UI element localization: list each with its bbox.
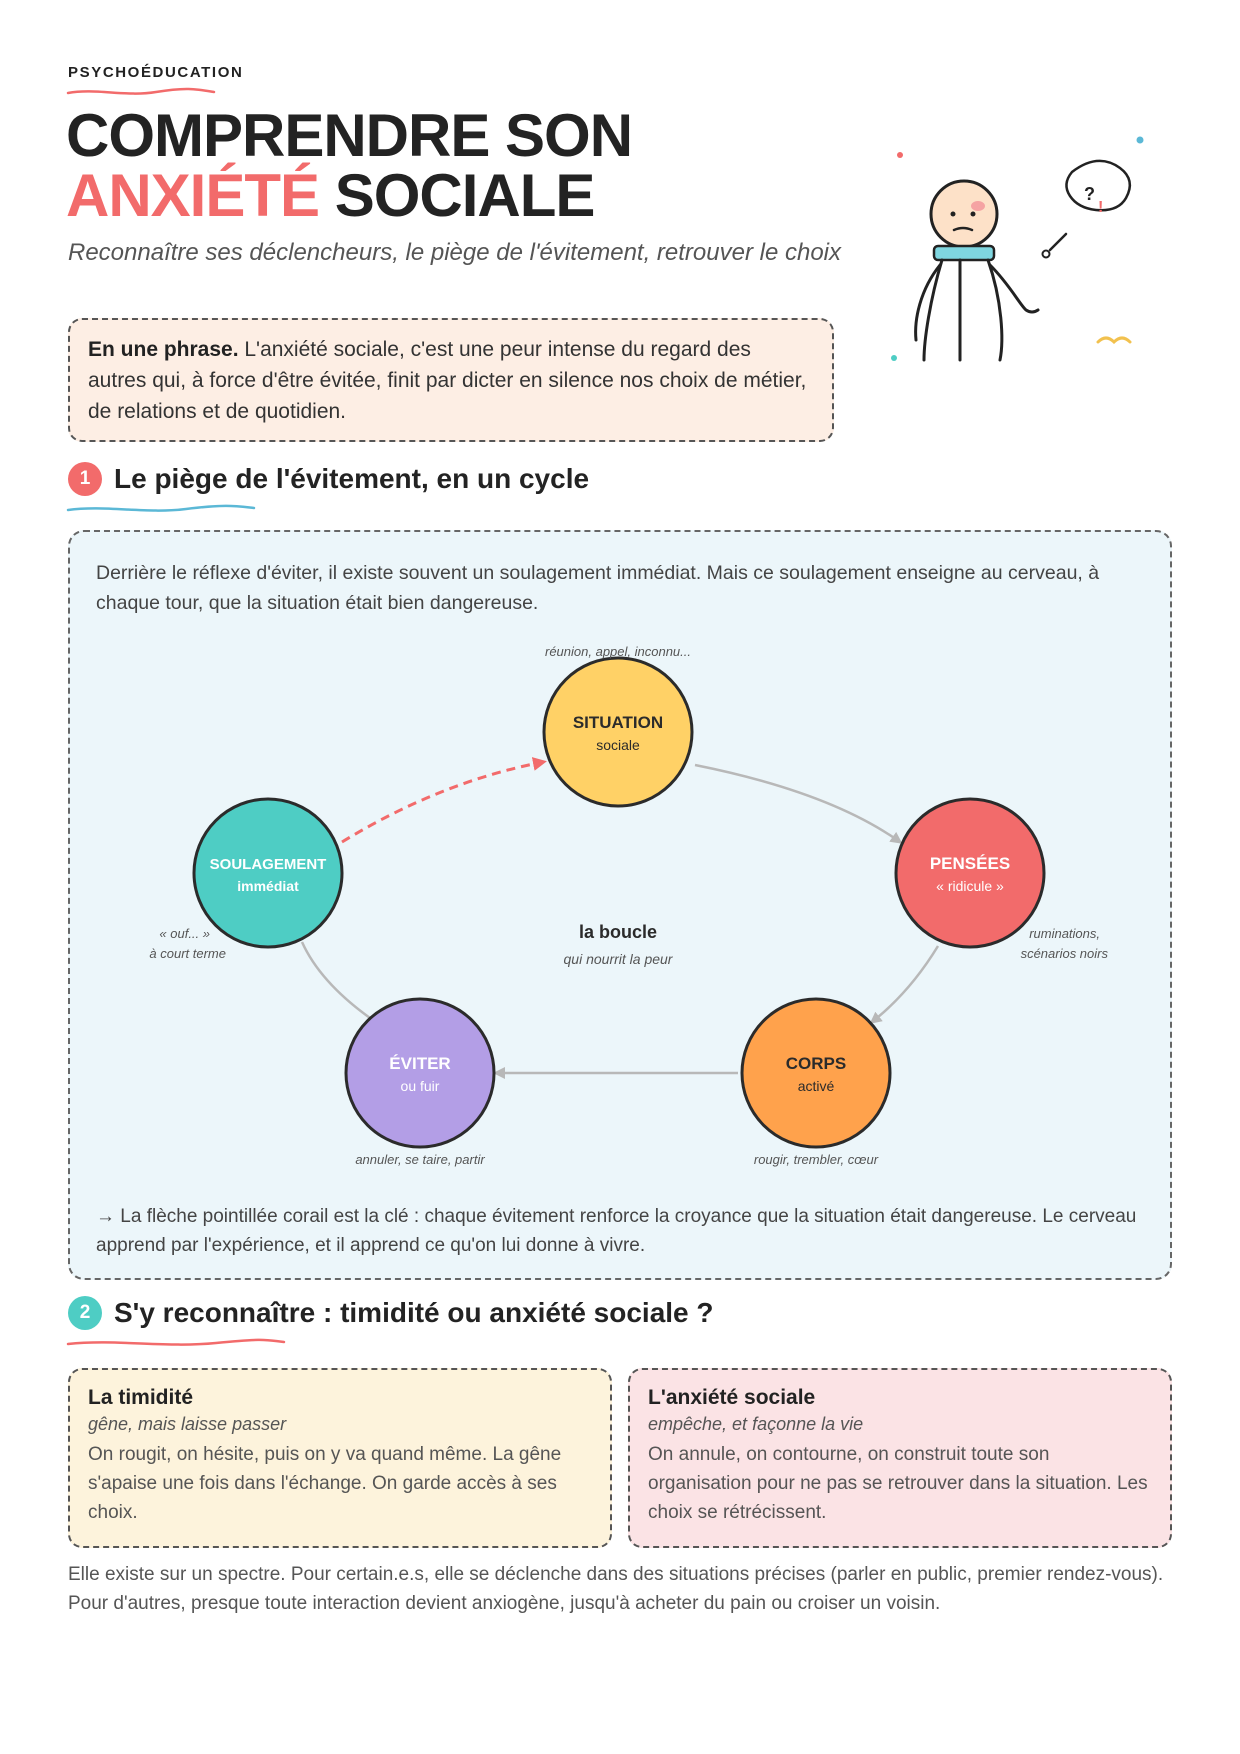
- node-corps-note: rougir, trembler, cœur: [754, 1152, 879, 1167]
- cycle-intro: Derrière le réflexe d'éviter, il existe …: [96, 562, 1100, 614]
- closing-paragraph: Elle existe sur un spectre. Pour certain…: [68, 1564, 1164, 1614]
- node-eviter-note: annuler, se taire, partir: [355, 1152, 485, 1167]
- arrow-pensees-to-corps: [869, 945, 940, 1024]
- node-eviter: [344, 997, 496, 1149]
- node-pensees: [894, 797, 1046, 949]
- node-pensees-title: PENSÉES: [930, 854, 1010, 873]
- card-timidite-subtitle: gêne, mais laisse passer: [88, 1414, 287, 1434]
- node-soulagement-note-2: à court terme: [149, 946, 226, 961]
- section-1-title: Le piège de l'évitement, en un cycle: [114, 463, 590, 494]
- title-accent: ANXIÉTÉ: [66, 162, 320, 229]
- node-soulagement-subtitle: immédiat: [237, 878, 299, 894]
- bubble-exclamation-mark: !: [1098, 199, 1103, 216]
- node-situation-note: réunion, appel, inconnu...: [545, 644, 691, 659]
- cycle-box: Derrière le réflexe d'éviter, il existe …: [68, 530, 1172, 1280]
- card-anxiete-subtitle: empêche, et façonne la vie: [648, 1414, 864, 1434]
- cycle-diagram: la boucle qui nourrit la peur SITUATION …: [149, 644, 1109, 1167]
- node-corps-title: CORPS: [786, 1054, 846, 1073]
- node-pensees-subtitle: « ridicule »: [936, 878, 1004, 894]
- card-anxiete-sociale: L'anxiété sociale empêche, et façonne la…: [628, 1368, 1172, 1548]
- section-1-number: 1: [68, 462, 102, 496]
- section-2-underline: [66, 1338, 286, 1346]
- node-situation-subtitle: sociale: [596, 737, 640, 753]
- dashed-coral-arrow: [341, 757, 547, 844]
- node-pensees-note-2: scénarios noirs: [1021, 946, 1109, 961]
- node-soulagement-note-1: « ouf... »: [159, 926, 210, 941]
- arrow-situation-to-pensees: [694, 763, 903, 844]
- summary-text: L'anxiété sociale, c'est une peur intens…: [88, 338, 807, 423]
- kicker: PSYCHOÉDUCATION: [68, 64, 244, 81]
- title-rest: SOCIALE: [319, 162, 596, 229]
- node-soulagement-title: SOULAGEMENT: [210, 856, 327, 873]
- title-line-1: COMPRENDRE SON: [66, 102, 633, 169]
- node-situation-title: SITUATION: [573, 713, 663, 732]
- page-subtitle: Reconnaître ses déclencheurs, le piège d…: [68, 239, 842, 266]
- cycle-center-subtitle: qui nourrit la peur: [564, 951, 674, 967]
- node-pensees-note-1: ruminations,: [1029, 926, 1100, 941]
- node-corps-subtitle: activé: [798, 1078, 835, 1094]
- card-anxiete-body: On annule, on contourne, on construit to…: [648, 1444, 1148, 1523]
- node-soulagement: [192, 797, 344, 949]
- node-eviter-subtitle: ou fuir: [401, 1078, 440, 1094]
- section-2-title: S'y reconnaître : timidité ou anxiété so…: [114, 1297, 714, 1328]
- card-anxiete-title: L'anxiété sociale: [648, 1386, 816, 1409]
- anxious-person-illustration: ? !: [891, 136, 1144, 362]
- cycle-center-title: la boucle: [579, 922, 657, 942]
- node-situation: [542, 656, 694, 808]
- summary-box: En une phrase. L'anxiété sociale, c'est …: [68, 318, 834, 442]
- card-timidite-body: On rougit, on hésite, puis on y va quand…: [88, 1444, 562, 1523]
- summary-lead: En une phrase.: [88, 338, 239, 361]
- section-2-heading: 2 S'y reconnaître : timidité ou anxiété …: [68, 1296, 714, 1330]
- section-1-underline: [66, 504, 256, 512]
- cycle-outro: → La flèche pointillée corail est la clé…: [96, 1206, 1137, 1256]
- arrow-eviter-to-soulagement: [300, 941, 371, 1020]
- bubble-question-mark: ?: [1084, 184, 1095, 204]
- section-1-heading: 1 Le piège de l'évitement, en un cycle: [68, 462, 589, 496]
- page-title: COMPRENDRE SON ANXIÉTÉ SOCIALE: [66, 102, 633, 226]
- kicker-underline: [66, 87, 216, 95]
- card-timidite-title: La timidité: [88, 1386, 194, 1409]
- title-line-2: ANXIÉTÉ SOCIALE: [66, 166, 632, 226]
- card-timidite: La timidité gêne, mais laisse passer On …: [68, 1368, 612, 1548]
- section-2-number: 2: [68, 1296, 102, 1330]
- node-corps: [740, 997, 892, 1149]
- node-eviter-title: ÉVITER: [389, 1054, 450, 1073]
